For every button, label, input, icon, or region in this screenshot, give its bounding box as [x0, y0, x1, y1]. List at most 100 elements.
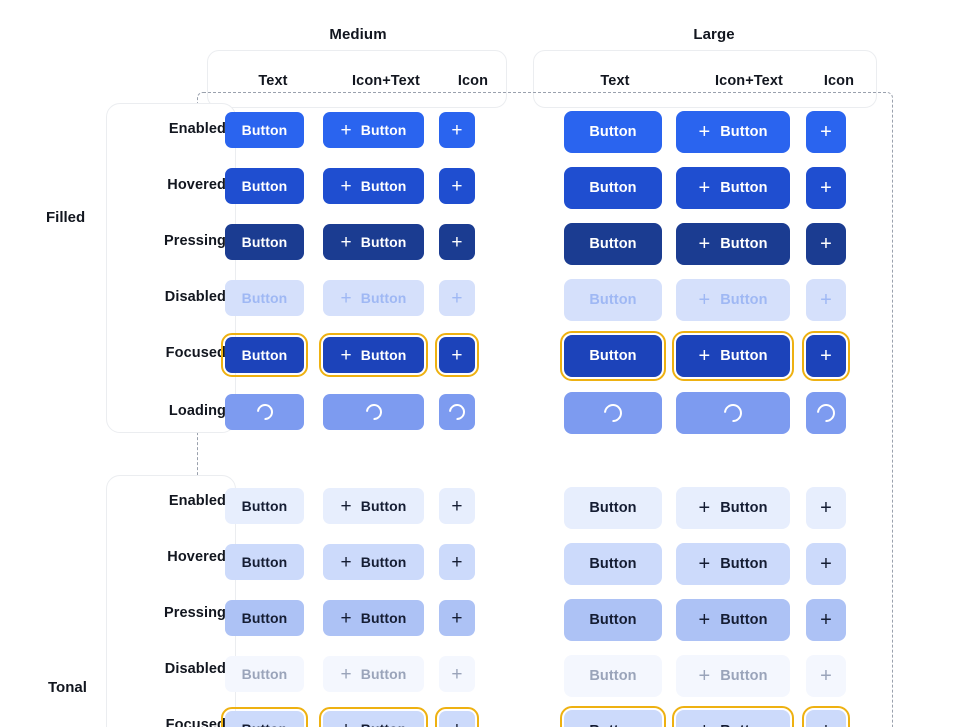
button-tonal-medium-enabled-icon_text[interactable]: +Button	[323, 488, 424, 524]
loading-spinner-icon	[445, 400, 469, 424]
button-label: Button	[589, 612, 637, 628]
button-filled-medium-loading-text[interactable]	[225, 394, 304, 430]
button-filled-large-enabled-text[interactable]: Button	[564, 111, 662, 153]
button-filled-medium-loading-icon_text[interactable]	[323, 394, 424, 430]
plus-icon: +	[820, 121, 832, 143]
button-tonal-large-hovered-text[interactable]: Button	[564, 543, 662, 585]
state-label-tonal-focused: Focused	[165, 717, 226, 727]
button-tonal-large-pressing-icon[interactable]: +	[806, 599, 846, 641]
button-tonal-medium-focused-text[interactable]: Button	[220, 706, 309, 727]
button-tonal-large-disabled-icon[interactable]: +	[806, 655, 846, 697]
button-filled-medium-enabled-icon_text[interactable]: +Button	[323, 112, 424, 148]
plus-icon: +	[340, 231, 352, 253]
button-tonal-large-disabled-text[interactable]: Button	[564, 655, 662, 697]
button-tonal-medium-hovered-text[interactable]: Button	[225, 544, 304, 580]
button-filled-large-focused-icon_text[interactable]: + Button	[671, 330, 795, 382]
state-label-filled-pressing: Pressing	[163, 233, 226, 249]
button-tonal-medium-pressing-icon[interactable]: +	[439, 600, 475, 636]
button-tonal-medium-hovered-icon_text[interactable]: +Button	[323, 544, 424, 580]
button-label: Button	[360, 610, 407, 626]
button-filled-medium-hovered-text[interactable]: Button	[225, 168, 304, 204]
button-filled-medium-disabled-icon_text[interactable]: +Button	[323, 280, 424, 316]
state-label-tonal-disabled: Disabled	[164, 661, 226, 677]
button-tonal-large-hovered-icon[interactable]: +	[806, 543, 846, 585]
button-label: Button	[720, 348, 768, 364]
button-tonal-medium-pressing-icon_text[interactable]: +Button	[323, 600, 424, 636]
button-label: Button	[360, 178, 407, 194]
button-filled-medium-hovered-icon_text[interactable]: + Button	[323, 168, 424, 204]
button-filled-large-hovered-text[interactable]: Button	[564, 167, 662, 209]
button-label: Button	[720, 556, 768, 572]
button-filled-large-focused-icon[interactable]: +	[801, 330, 851, 382]
button-filled-large-hovered-icon[interactable]: +	[806, 167, 846, 209]
button-tonal-large-enabled-icon[interactable]: +	[806, 487, 846, 529]
button-tonal-large-enabled-icon_text[interactable]: + Button	[676, 487, 790, 529]
button-label: Button	[720, 500, 768, 516]
plus-icon: +	[340, 287, 352, 309]
button-filled-large-pressing-text[interactable]: Button	[564, 223, 662, 265]
button-filled-large-loading-icon[interactable]	[806, 392, 846, 434]
button-filled-large-pressing-icon[interactable]: +	[806, 223, 846, 265]
button-filled-medium-focused-icon[interactable]: +	[434, 332, 480, 378]
button-filled-medium-disabled-icon[interactable]: +	[439, 280, 475, 316]
button-filled-medium-focused-text[interactable]: Button	[220, 332, 309, 378]
state-label-filled-disabled: Disabled	[164, 289, 226, 305]
button-filled-medium-pressing-icon[interactable]: +	[439, 224, 475, 260]
plus-icon: +	[820, 233, 832, 255]
button-label: Button	[241, 610, 288, 626]
button-tonal-large-hovered-icon_text[interactable]: +Button	[676, 543, 790, 585]
plus-icon: +	[451, 551, 463, 573]
button-label: Button	[589, 556, 637, 572]
plus-icon: +	[698, 345, 711, 367]
button-tonal-medium-pressing-text[interactable]: Button	[225, 600, 304, 636]
button-tonal-medium-enabled-icon[interactable]: +	[439, 488, 475, 524]
button-tonal-large-focused-text[interactable]: Button	[559, 705, 667, 727]
button-filled-medium-disabled-text[interactable]: Button	[225, 280, 304, 316]
plus-icon: +	[341, 720, 352, 727]
button-label: Button	[589, 668, 637, 684]
state-label-tonal-hovered: Hovered	[167, 549, 226, 565]
plus-icon: +	[340, 663, 352, 685]
button-tonal-large-disabled-icon_text[interactable]: +Button	[676, 655, 790, 697]
plus-icon: +	[698, 497, 711, 519]
button-filled-large-focused-text[interactable]: Button	[559, 330, 667, 382]
button-tonal-large-focused-icon_text[interactable]: +Button	[671, 705, 795, 727]
button-filled-large-disabled-text[interactable]: Button	[564, 279, 662, 321]
button-tonal-large-focused-icon[interactable]: +	[801, 705, 851, 727]
plus-icon: +	[451, 663, 463, 685]
button-filled-medium-pressing-icon_text[interactable]: +Button	[323, 224, 424, 260]
button-filled-large-disabled-icon[interactable]: +	[806, 279, 846, 321]
button-filled-medium-enabled-text[interactable]: Button	[225, 112, 304, 148]
button-filled-medium-loading-icon[interactable]	[439, 394, 475, 430]
button-tonal-large-pressing-text[interactable]: Button	[564, 599, 662, 641]
button-filled-large-loading-text[interactable]	[564, 392, 662, 434]
button-tonal-medium-focused-icon[interactable]: +	[434, 706, 480, 727]
button-filled-medium-hovered-icon[interactable]: +	[439, 168, 475, 204]
button-filled-large-pressing-icon_text[interactable]: +Button	[676, 223, 790, 265]
button-label: Button	[241, 666, 288, 682]
button-tonal-medium-focused-icon_text[interactable]: +Button	[318, 706, 429, 727]
button-filled-large-enabled-icon_text[interactable]: +Button	[676, 111, 790, 153]
button-filled-large-loading-icon_text[interactable]	[676, 392, 790, 434]
column-header-icon_text: Icon+Text	[715, 73, 783, 89]
button-tonal-medium-enabled-text[interactable]: Button	[225, 488, 304, 524]
button-tonal-medium-disabled-icon_text[interactable]: +Button	[323, 656, 424, 692]
button-filled-large-hovered-icon_text[interactable]: +Button	[676, 167, 790, 209]
button-label: Button	[360, 347, 407, 363]
button-filled-medium-enabled-icon[interactable]: +	[439, 112, 475, 148]
button-tonal-large-enabled-text[interactable]: Button	[564, 487, 662, 529]
button-tonal-medium-disabled-icon[interactable]: +	[439, 656, 475, 692]
button-tonal-large-pressing-icon_text[interactable]: +Button	[676, 599, 790, 641]
plus-icon: +	[340, 175, 352, 197]
button-filled-medium-pressing-text[interactable]: Button	[225, 224, 304, 260]
state-label-tonal-enabled: Enabled	[168, 493, 226, 509]
button-tonal-medium-disabled-text[interactable]: Button	[225, 656, 304, 692]
button-label: Button	[241, 498, 288, 514]
button-filled-medium-focused-icon_text[interactable]: +Button	[318, 332, 429, 378]
button-filled-large-enabled-icon[interactable]: +	[806, 111, 846, 153]
button-filled-large-disabled-icon_text[interactable]: +Button	[676, 279, 790, 321]
button-label: Button	[720, 723, 767, 727]
button-tonal-medium-hovered-icon[interactable]: +	[439, 544, 475, 580]
plus-icon: +	[698, 289, 711, 311]
